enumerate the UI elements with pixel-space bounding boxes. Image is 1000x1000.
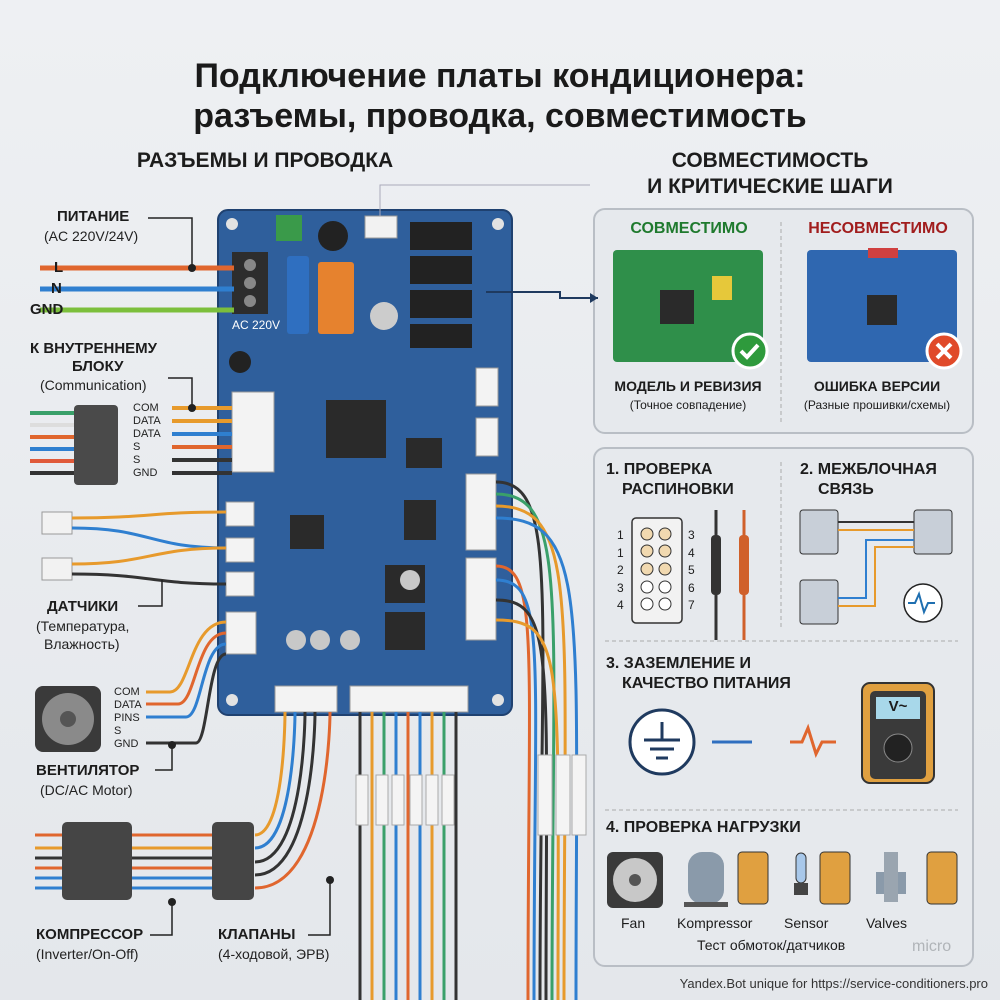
- power-label: ПИТАНИЕ: [57, 208, 130, 225]
- capacitor: [287, 256, 309, 334]
- micro-watermark: micro: [912, 938, 952, 955]
- pin-data: DATA: [114, 699, 142, 711]
- step1-title-1: 1. ПРОВЕРКА: [606, 461, 713, 478]
- load-fan-icon: [607, 852, 663, 908]
- wiring-section-heading: РАЗЪЕМЫ И ПРОВОДКА: [136, 149, 394, 172]
- pin-numbers-right: 3 4 5 6 7: [688, 527, 695, 615]
- relays: [410, 222, 472, 348]
- power-sub: (AC 220V/24V): [44, 228, 139, 244]
- bottom-wire-bundle: [358, 480, 579, 1000]
- sensors-label: ДАТЧИКИ: [47, 598, 119, 615]
- microcontroller-chip: [326, 400, 386, 458]
- fan-label: ВЕНТИЛЯТОР: [36, 762, 140, 779]
- compatible-caption: МОДЕЛЬ И РЕВИЗИЯ: [614, 378, 762, 394]
- load-test-caption: Тест обмоток/датчиков: [697, 937, 846, 953]
- noise-waveform-icon: [790, 723, 836, 759]
- pin-com: COM: [114, 686, 140, 698]
- indoor-sub: (Communication): [40, 377, 147, 393]
- arrow-icon: [590, 293, 598, 303]
- connector-pinout-icon: [631, 517, 683, 624]
- signal-waveform-icon: [903, 583, 943, 623]
- board-ac-marking: AC 220V: [232, 318, 281, 332]
- valves-label: КЛАПАНЫ: [218, 926, 296, 943]
- fan-pin-list: COM DATA PINS S GND: [114, 686, 142, 751]
- pin-gnd: GND: [114, 738, 139, 750]
- communication-plug: [74, 405, 118, 485]
- step3-title-2: КАЧЕСТВО ПИТАНИЯ: [622, 675, 791, 692]
- pin-s: S: [133, 454, 141, 466]
- pin-data: DATA: [133, 428, 161, 440]
- incompatible-caption: ОШИБКА ВЕРСИИ: [813, 378, 941, 394]
- pin-gnd: GND: [30, 301, 64, 318]
- load-compressor-label: Kompressor: [677, 915, 753, 931]
- pin-n: N: [51, 280, 62, 297]
- compatible-sub: (Точное совпадение): [629, 398, 747, 412]
- pin-com: COM: [133, 402, 159, 414]
- relay: [318, 262, 354, 334]
- compressor-sub: (Inverter/On-Off): [36, 946, 139, 962]
- multimeter-probes-icon: [711, 510, 749, 640]
- incompatible-sub: (Разные прошивки/схемы): [803, 398, 951, 412]
- pin-number: 2: [617, 563, 624, 577]
- page-title-line2: разъемы, проводка, совместимость: [193, 97, 807, 135]
- pin-numbers-left: 1 1 2 3 4: [617, 527, 624, 615]
- pin-data: DATA: [133, 415, 161, 427]
- load-valves-label: Valves: [866, 915, 907, 931]
- indoor-label-1: К ВНУТРЕННЕМУ: [30, 340, 157, 357]
- pin-pins: PINS: [114, 712, 140, 724]
- fan-sub: (DC/AC Motor): [40, 782, 133, 798]
- load-compressor-icon: [684, 852, 728, 907]
- pin-l: L: [54, 259, 64, 276]
- valves-plug: [212, 822, 254, 900]
- compressor-plug: [62, 822, 132, 900]
- load-sensor-icon: [794, 852, 808, 895]
- board-mounting-holes: [226, 218, 504, 706]
- pin-s: S: [114, 725, 122, 737]
- indoor-label-2: БЛОКУ: [72, 358, 124, 375]
- pin-number: 3: [617, 580, 624, 595]
- sensor-plugs: [41, 510, 227, 586]
- pin-number: 4: [617, 598, 624, 612]
- wire-markers: [355, 754, 587, 836]
- page-title-line1: Подключение платы кондиционера:: [194, 57, 806, 95]
- pin-number: 5: [688, 563, 695, 577]
- pin-number: 6: [688, 580, 695, 595]
- pin-number: 3: [688, 528, 695, 542]
- pin-s: S: [133, 441, 141, 453]
- pin-number: 7: [688, 598, 695, 612]
- compressor-label: КОМПРЕССОР: [36, 926, 144, 943]
- load-sensor-label: Sensor: [784, 915, 829, 931]
- ground-icon: [628, 708, 696, 776]
- footer-watermark: Yandex.Bot unique for https://service-co…: [679, 976, 988, 991]
- load-multimeters: [737, 851, 958, 905]
- board-connectors: [225, 367, 499, 713]
- step4-title: 4. ПРОВЕРКА НАГРУЗКИ: [606, 819, 801, 836]
- step2-title-2: СВЯЗЬ: [818, 481, 874, 498]
- compat-heading-line1: СОВМЕСТИМОСТЬ: [671, 149, 869, 172]
- pin-number: 1: [617, 545, 624, 560]
- step3-title-1: 3. ЗАЗЕМЛЕНИЕ И: [606, 655, 751, 672]
- pin-gnd: GND: [133, 467, 158, 479]
- sensors-sub-1: (Температура,: [36, 618, 130, 634]
- electrolytic-capacitor: [318, 221, 348, 251]
- incompatible-label: НЕСОВМЕСТИМО: [808, 220, 948, 237]
- compatible-label: СОВМЕСТИМО: [630, 220, 748, 237]
- step2-title-1: 2. МЕЖБЛОЧНАЯ: [800, 461, 937, 478]
- meter-display: V~: [888, 698, 908, 715]
- valves-sub: (4-ходовой, ЭРВ): [218, 946, 330, 962]
- indoor-pin-list: COM DATA DATA S S GND: [133, 402, 161, 480]
- compat-heading-line2: И КРИТИЧЕСКИЕ ШАГИ: [647, 175, 893, 198]
- load-valve-icon: [876, 852, 906, 902]
- sensors-sub-2: Влажность): [44, 636, 120, 652]
- step1-title-2: РАСПИНОВКИ: [622, 481, 734, 498]
- load-fan-label: Fan: [621, 915, 646, 931]
- multimeter-icon: [861, 682, 935, 784]
- interblock-link-icon: [799, 509, 953, 625]
- pin-number: 1: [617, 528, 624, 542]
- pin-number: 4: [688, 545, 695, 560]
